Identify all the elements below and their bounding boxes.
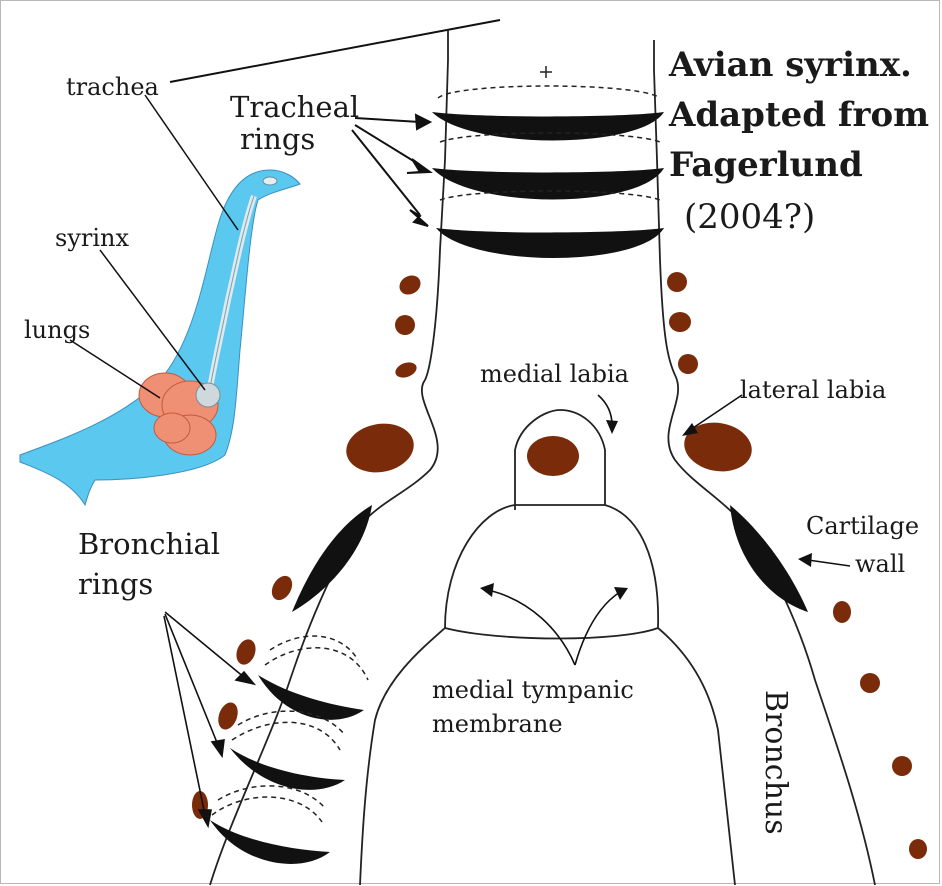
- tracheal-rings-arrows: [352, 115, 430, 226]
- lateral-labia-label: lateral labia: [740, 378, 886, 402]
- medial-tympanic-label-2: membrane: [432, 712, 563, 736]
- bronchus-label: Bronchus: [760, 690, 790, 835]
- medial-tympanic-label-1: medial tympanic: [432, 678, 634, 702]
- bronchial-rings-label-2: rings: [78, 570, 153, 599]
- cartilage-right: [730, 505, 808, 612]
- title-line-1: Avian syrinx.: [669, 48, 912, 82]
- trachea-label-pointer: [145, 95, 238, 230]
- lungs-label-pointer: [70, 340, 160, 398]
- bronchial-ring-2: [230, 748, 345, 790]
- cartilage-wall-arrow: [808, 560, 850, 566]
- bird-eye: [263, 177, 277, 185]
- cartilage-wall-label-2: wall: [855, 552, 905, 576]
- left-bronchus-inner: [360, 628, 445, 885]
- cartilage-wall-label-1: Cartilage: [806, 514, 919, 538]
- title-line-2: Adapted from: [669, 98, 929, 132]
- lungs-label: lungs: [24, 318, 90, 342]
- medial-labia-label: medial labia: [480, 362, 629, 386]
- tracheal-rings-label-2: rings: [240, 125, 315, 154]
- title-line-3: Fagerlund: [669, 148, 863, 182]
- cartilage-left: [292, 505, 372, 612]
- trachea-label: trachea: [66, 75, 159, 99]
- tracheal-ring-3: [436, 228, 664, 258]
- trachea-pointer-line: [170, 20, 500, 82]
- bronchial-rings: [210, 636, 368, 864]
- bird-syrinx-spot: [196, 383, 220, 407]
- bronchial-ring-3: [210, 820, 330, 864]
- syrinx-label: syrinx: [55, 226, 129, 250]
- tympanic-dome: [445, 505, 658, 639]
- tracheal-rings-label-1: Tracheal: [230, 93, 359, 122]
- right-bronchus-inner: [658, 628, 735, 885]
- bronchial-rings-label-1: Bronchial: [78, 530, 220, 559]
- medial-tympanic-arrows: [488, 590, 620, 665]
- tracheal-rings: [432, 66, 664, 258]
- title-line-4: (2004?): [684, 200, 815, 234]
- bronchial-ring-1: [258, 675, 364, 720]
